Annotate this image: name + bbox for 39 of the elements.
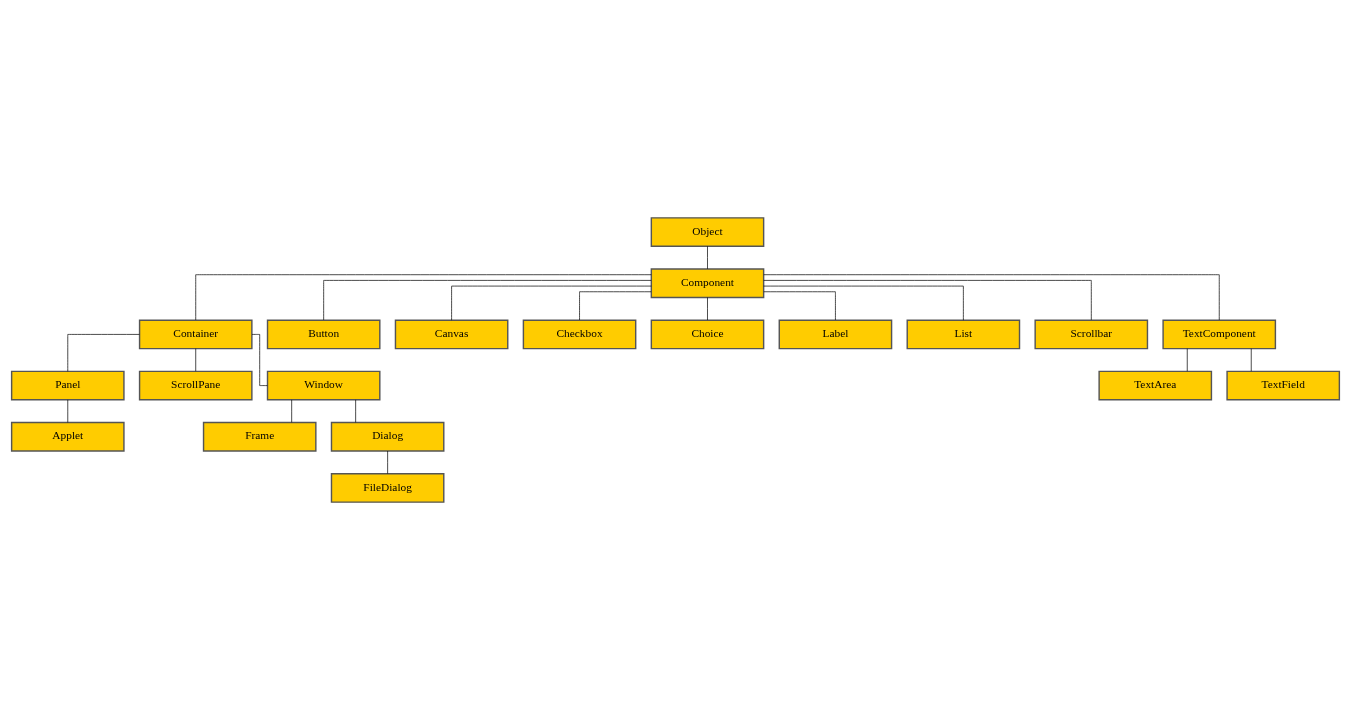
node-box: Applet: [10, 421, 125, 452]
connector: [291, 399, 293, 423]
node-box: Component: [650, 267, 765, 298]
node-box: ScrollPane: [138, 370, 253, 400]
connector: [323, 279, 652, 320]
connector: [1186, 347, 1188, 372]
connector: [195, 347, 197, 372]
node-box: Label: [778, 319, 893, 349]
node-box: Object: [650, 216, 765, 247]
node-box: TextArea: [1098, 370, 1213, 400]
node-box: Choice: [650, 319, 765, 349]
node-box: Scrollbar: [1034, 319, 1149, 349]
node-box: Dialog: [330, 421, 445, 452]
node-box: Button: [266, 319, 381, 349]
connector: [451, 285, 652, 321]
connector: [763, 279, 1092, 320]
node-box: Container: [138, 319, 253, 349]
connector: [763, 290, 836, 320]
connector: [195, 273, 652, 320]
node-box: Panel: [10, 370, 125, 400]
connector: [763, 285, 964, 321]
connector: [707, 245, 708, 269]
connector: [763, 273, 1220, 320]
connector: [387, 450, 388, 474]
node-box: TextField: [1226, 370, 1341, 400]
connector: [251, 333, 268, 386]
node-box: Canvas: [394, 319, 509, 349]
node-box: Frame: [202, 421, 317, 452]
connector: [67, 399, 69, 423]
node-box: TextComponent: [1162, 319, 1277, 349]
connector: [355, 399, 356, 423]
node-box: FileDialog: [330, 472, 445, 503]
node-box: Window: [266, 370, 381, 400]
node-box: Checkbox: [522, 319, 637, 349]
connector: [579, 290, 652, 320]
connector: [67, 333, 140, 372]
node-box: List: [906, 319, 1021, 349]
connector: [1250, 347, 1252, 372]
connector: [707, 296, 708, 320]
